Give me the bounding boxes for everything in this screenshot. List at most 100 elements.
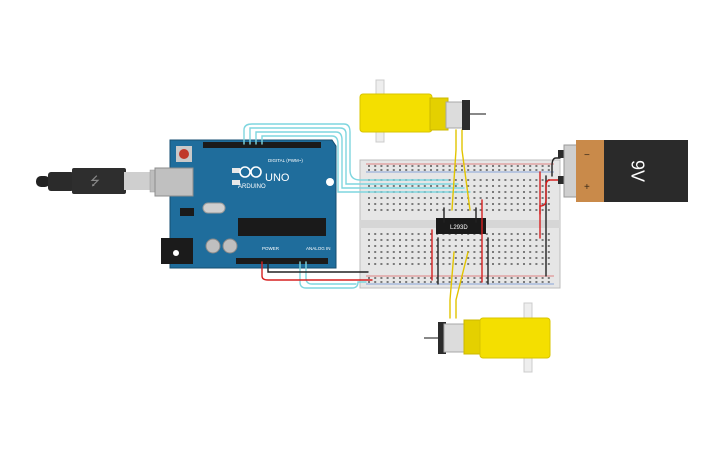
breadboard-hole[interactable] <box>386 165 389 167</box>
breadboard-hole[interactable] <box>473 197 476 199</box>
breadboard-hole[interactable] <box>479 191 482 193</box>
breadboard-hole[interactable] <box>535 263 538 265</box>
breadboard-hole[interactable] <box>442 169 445 171</box>
breadboard-hole[interactable] <box>547 203 550 205</box>
breadboard-hole[interactable] <box>405 197 408 199</box>
breadboard-hole[interactable] <box>504 233 507 235</box>
breadboard-hole[interactable] <box>399 251 401 253</box>
breadboard-hole[interactable] <box>516 191 519 193</box>
breadboard-hole[interactable] <box>442 165 445 167</box>
breadboard-hole[interactable] <box>485 233 488 235</box>
breadboard-hole[interactable] <box>417 245 420 247</box>
breadboard-hole[interactable] <box>535 209 538 211</box>
breadboard-hole[interactable] <box>430 251 432 253</box>
breadboard-hole[interactable] <box>498 251 501 253</box>
breadboard-hole[interactable] <box>479 197 482 199</box>
breadboard-hole[interactable] <box>380 233 383 235</box>
breadboard-hole[interactable] <box>392 251 395 253</box>
breadboard-hole[interactable] <box>368 185 370 187</box>
breadboard-hole[interactable] <box>461 281 463 283</box>
breadboard-hole[interactable] <box>516 281 519 283</box>
breadboard-hole[interactable] <box>541 203 544 205</box>
breadboard-hole[interactable] <box>386 263 389 265</box>
breadboard-hole[interactable] <box>374 165 377 167</box>
breadboard-hole[interactable] <box>405 281 408 283</box>
breadboard-hole[interactable] <box>516 245 519 247</box>
breadboard-hole[interactable] <box>461 239 463 241</box>
breadboard-hole[interactable] <box>430 169 432 171</box>
breadboard-hole[interactable] <box>467 169 470 171</box>
breadboard-hole[interactable] <box>386 203 389 205</box>
breadboard-hole[interactable] <box>516 169 519 171</box>
breadboard-hole[interactable] <box>374 185 377 187</box>
breadboard-hole[interactable] <box>529 233 532 235</box>
breadboard-hole[interactable] <box>504 191 507 193</box>
breadboard-hole[interactable] <box>535 165 538 167</box>
digital-header[interactable] <box>203 142 321 148</box>
breadboard-hole[interactable] <box>510 257 513 259</box>
breadboard-hole[interactable] <box>411 277 414 279</box>
breadboard-hole[interactable] <box>448 277 451 279</box>
breadboard-hole[interactable] <box>510 251 513 253</box>
breadboard-hole[interactable] <box>405 239 408 241</box>
breadboard-hole[interactable] <box>510 277 513 279</box>
breadboard-hole[interactable] <box>523 165 525 167</box>
breadboard-hole[interactable] <box>479 263 482 265</box>
breadboard-hole[interactable] <box>405 185 408 187</box>
breadboard-hole[interactable] <box>442 185 445 187</box>
breadboard-hole[interactable] <box>492 191 494 193</box>
breadboard-hole[interactable] <box>436 185 439 187</box>
usb-cable[interactable]: ⭍ <box>36 168 173 194</box>
breadboard-hole[interactable] <box>417 169 420 171</box>
breadboard-hole[interactable] <box>411 257 414 259</box>
breadboard-hole[interactable] <box>368 277 370 279</box>
breadboard-hole[interactable] <box>485 277 488 279</box>
breadboard-hole[interactable] <box>535 239 538 241</box>
breadboard-hole[interactable] <box>510 263 513 265</box>
breadboard-hole[interactable] <box>411 169 414 171</box>
breadboard-hole[interactable] <box>485 281 488 283</box>
breadboard-hole[interactable] <box>498 203 501 205</box>
breadboard-hole[interactable] <box>380 197 383 199</box>
breadboard-hole[interactable] <box>479 251 482 253</box>
breadboard-hole[interactable] <box>485 191 488 193</box>
breadboard-hole[interactable] <box>454 179 457 181</box>
breadboard-hole[interactable] <box>392 209 395 211</box>
breadboard-hole[interactable] <box>405 245 408 247</box>
breadboard-hole[interactable] <box>430 239 432 241</box>
breadboard-hole[interactable] <box>436 239 439 241</box>
breadboard-hole[interactable] <box>442 281 445 283</box>
breadboard-hole[interactable] <box>473 281 476 283</box>
breadboard-hole[interactable] <box>442 277 445 279</box>
breadboard-hole[interactable] <box>547 185 550 187</box>
breadboard-hole[interactable] <box>386 239 389 241</box>
breadboard-hole[interactable] <box>374 257 377 259</box>
breadboard-hole[interactable] <box>423 209 426 211</box>
breadboard-hole[interactable] <box>448 245 451 247</box>
breadboard-hole[interactable] <box>417 197 420 199</box>
breadboard-hole[interactable] <box>405 277 408 279</box>
breadboard-hole[interactable] <box>436 203 439 205</box>
breadboard-hole[interactable] <box>492 245 494 247</box>
breadboard-hole[interactable] <box>504 277 507 279</box>
breadboard-hole[interactable] <box>423 281 426 283</box>
breadboard-hole[interactable] <box>430 245 432 247</box>
breadboard-hole[interactable] <box>473 245 476 247</box>
breadboard-hole[interactable] <box>399 281 401 283</box>
breadboard-hole[interactable] <box>454 169 457 171</box>
breadboard-hole[interactable] <box>498 165 501 167</box>
breadboard-hole[interactable] <box>492 263 494 265</box>
breadboard-hole[interactable] <box>386 185 389 187</box>
breadboard-hole[interactable] <box>547 169 550 171</box>
breadboard-hole[interactable] <box>405 209 408 211</box>
breadboard-hole[interactable] <box>485 263 488 265</box>
breadboard-hole[interactable] <box>386 245 389 247</box>
breadboard-hole[interactable] <box>368 239 370 241</box>
breadboard-hole[interactable] <box>368 245 370 247</box>
breadboard-hole[interactable] <box>405 233 408 235</box>
breadboard-hole[interactable] <box>423 165 426 167</box>
breadboard-hole[interactable] <box>479 209 482 211</box>
breadboard-hole[interactable] <box>485 165 488 167</box>
breadboard-hole[interactable] <box>535 281 538 283</box>
breadboard-hole[interactable] <box>510 209 513 211</box>
